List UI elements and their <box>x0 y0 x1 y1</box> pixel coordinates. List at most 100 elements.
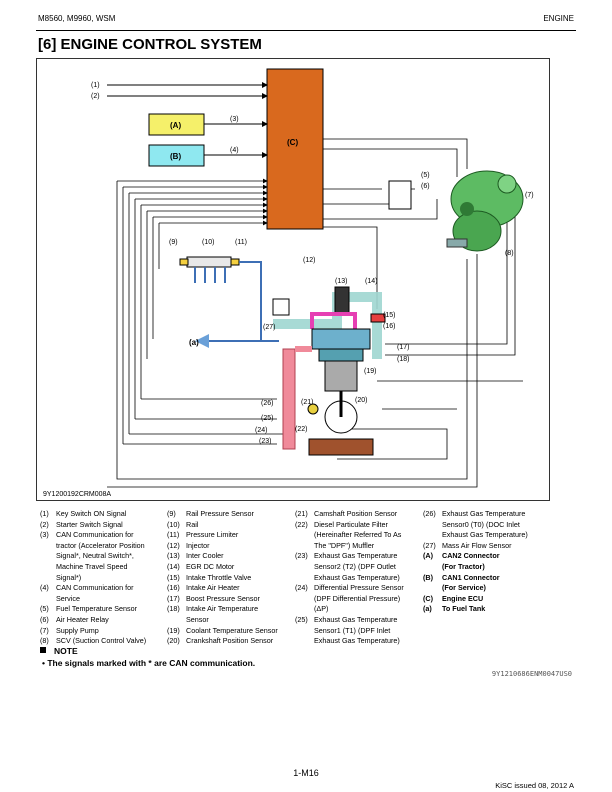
legend-item-text: Camshaft Position Sensor <box>314 509 398 518</box>
legend-item-number <box>167 615 186 626</box>
legend-item-number: (a) <box>423 604 432 614</box>
legend-item: (2)Starter Switch Signal <box>40 520 146 531</box>
legend-item-text: CAN1 Connector <box>442 572 500 582</box>
legend-item-number: (14) <box>167 561 180 571</box>
figure-id: 9Y1200192CRM008A <box>43 491 111 498</box>
legend-item-number: (27) <box>423 540 436 550</box>
legend-item: (a) To Fuel Tank <box>423 604 528 615</box>
legend-item-number <box>295 541 314 552</box>
legend-item-text: CAN Communication for <box>56 530 134 540</box>
legend-item: Machine Travel Speed <box>40 562 146 573</box>
legend-item-text: Key Switch ON Signal <box>56 509 127 518</box>
legend-item-text: Exhaust Gas Temperature <box>314 614 398 624</box>
page-title: [6] ENGINE CONTROL SYSTEM <box>38 36 262 53</box>
legend-item: (15)Intake Throttle Valve <box>167 573 278 584</box>
legend-item: (26)Exhaust Gas Temperature <box>423 509 528 520</box>
legend-item-number: (23) <box>295 551 308 561</box>
legend-item: Exhaust Gas Temperature) <box>295 636 404 647</box>
legend-item-number <box>40 594 56 605</box>
legend-item: (24)Differential Pressure Sensor <box>295 583 404 594</box>
label-8: (8) <box>505 250 514 257</box>
legend-item-number: (4) <box>40 583 49 593</box>
legend-item: (1) Key Switch ON Signal <box>40 509 146 520</box>
legend-item-number: (22) <box>295 519 308 529</box>
label-10: (10) <box>202 239 214 246</box>
legend-item: Exhaust Gas Temperature) <box>423 530 528 541</box>
legend-item-text: To Fuel Tank <box>442 604 486 614</box>
legend-item-number <box>423 520 442 531</box>
legend-item: (B)CAN1 Connector <box>423 573 528 584</box>
legend-item-text: (ΔP) <box>314 604 329 614</box>
label-15: (15) <box>383 312 395 319</box>
legend-item: (11)Pressure Limiter <box>167 530 278 541</box>
legend-item-text: Signal*) <box>56 572 82 582</box>
legend-item: (17)Boost Pressure Sensor <box>167 594 278 605</box>
note-heading: NOTE <box>40 646 78 656</box>
intercooler <box>334 286 350 316</box>
label-A: (A) <box>170 121 181 130</box>
legend-item-text: Crankshaft Position Sensor <box>186 636 274 646</box>
legend-item-number: (12) <box>167 540 180 550</box>
legend-item: (25)Exhaust Gas Temperature <box>295 615 404 626</box>
legend-item-number <box>295 562 314 573</box>
legend-item-number: (11) <box>167 530 180 540</box>
engine-ecu <box>266 68 324 230</box>
legend-item-number <box>295 530 314 541</box>
label-26: (26) <box>261 400 273 407</box>
oil-pan <box>308 438 374 456</box>
legend-item: tractor (Accelerator Position <box>40 541 146 552</box>
legend-col-3: (21)Camshaft Position Sensor (22)Diesel … <box>295 509 404 647</box>
legend-item-text: Machine Travel Speed <box>56 561 128 571</box>
legend-item: (DPF Differential Pressure) <box>295 594 404 605</box>
supply-pump <box>446 170 524 252</box>
legend-item-text: Service <box>56 593 80 603</box>
label-2: (2) <box>91 93 100 100</box>
legend-item-number <box>295 573 314 584</box>
mass-air-flow-sensor <box>272 298 290 316</box>
legend-item: (27)Mass Air Flow Sensor <box>423 541 528 552</box>
legend-item-text: Supply Pump <box>56 625 99 635</box>
legend-col-1: (1) Key Switch ON Signal (2)Starter Switc… <box>40 509 146 647</box>
legend-item-text: Air Heater Relay <box>56 614 109 624</box>
legend-item-number: (20) <box>167 636 180 646</box>
label-19: (19) <box>364 368 376 375</box>
common-rail <box>186 256 232 268</box>
legend-item: Sensor2 (T2) (DPF Outlet <box>295 562 404 573</box>
legend-item-text: Starter Switch Signal <box>56 519 123 529</box>
legend-item-number: (13) <box>167 551 180 561</box>
legend-item: Signal*, Neutral Switch*, <box>40 551 146 562</box>
label-4: (4) <box>230 147 239 154</box>
legend-item-number: (6) <box>40 614 49 624</box>
engine-control-diagram: (C) (A) (B) (3) (4) (1) (2) <box>36 58 550 501</box>
label-3: (3) <box>230 116 239 123</box>
legend-item-text: Injector <box>186 540 210 550</box>
cylinder-head <box>311 328 371 350</box>
legend-item: (22)Diesel Particulate Filter <box>295 520 404 531</box>
legend-item: Sensor1 (T1) (DPF Inlet <box>295 626 404 637</box>
legend-item-number: (8) <box>40 636 49 646</box>
legend-item-number <box>295 636 314 647</box>
legend-item-text: Sensor1 (T1) (DPF Inlet <box>314 625 391 635</box>
legend-item-text: Inter Cooler <box>186 551 224 561</box>
label-B: (B) <box>170 152 181 161</box>
legend-item: (7)Supply Pump <box>40 626 146 637</box>
label-16: (16) <box>383 323 395 330</box>
legend-item: (For Tractor) <box>423 562 528 573</box>
legend-item-number <box>423 562 442 573</box>
legend-item-number: (26) <box>423 509 436 518</box>
legend-item-text: Differential Pressure Sensor <box>314 583 404 593</box>
legend-item-text: (Hereinafter Referred To As <box>314 530 402 540</box>
legend-item: (20) Crankshaft Position Sensor <box>167 636 278 647</box>
legend-item-text: Intake Air Heater <box>186 583 240 593</box>
legend-item-number <box>40 551 56 562</box>
document-code: 9Y1210686ENM0047US0 <box>491 670 572 678</box>
legend-item-number: (19) <box>167 625 180 635</box>
legend-item-number: (C) <box>423 593 433 603</box>
legend-item-number: (9) <box>167 509 176 518</box>
label-25: (25) <box>261 415 273 422</box>
legend-item-number: (1) <box>40 509 49 518</box>
label-12: (12) <box>303 257 315 264</box>
legend-item: (For Service) <box>423 583 528 594</box>
legend-item-text: Exhaust Gas Temperature) <box>314 572 400 582</box>
legend-item: (19)Coolant Temperature Sensor <box>167 626 278 637</box>
